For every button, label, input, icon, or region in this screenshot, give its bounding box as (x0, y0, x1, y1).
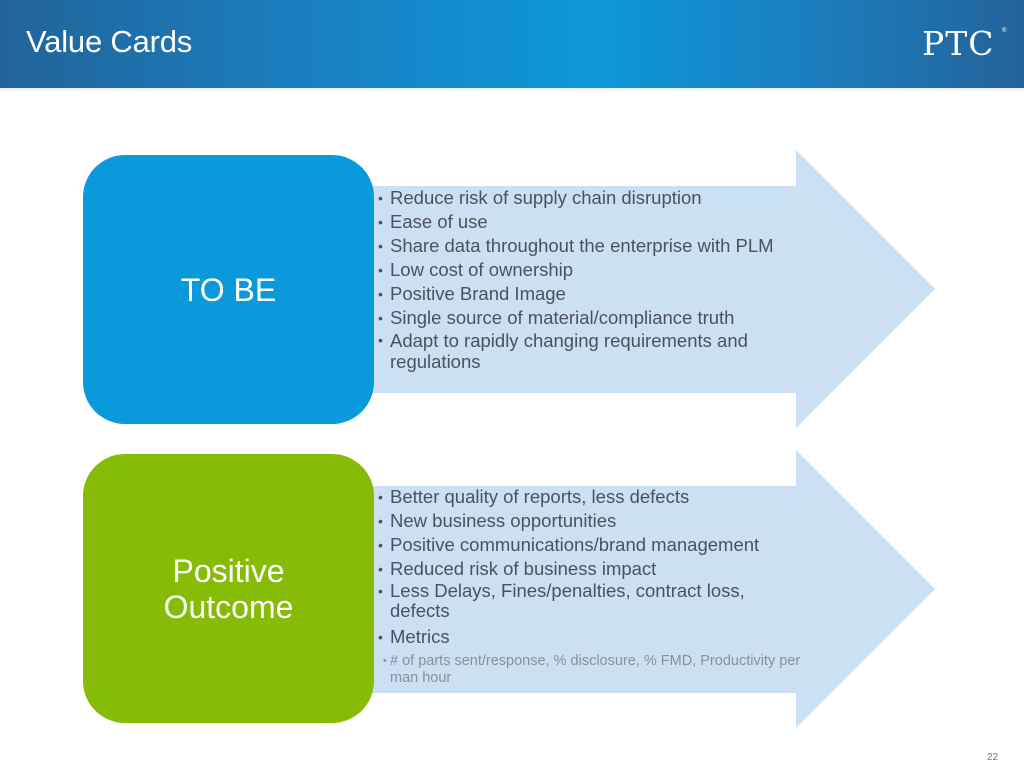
card-positive-outcome: Positive Outcome (83, 454, 374, 723)
list-item: Positive Brand Image (378, 282, 790, 306)
card-to-be: TO BE (83, 155, 374, 424)
list-item: Metrics (378, 625, 815, 649)
to-be-bullet-list: Reduce risk of supply chain disruption E… (378, 186, 790, 372)
list-item: Single source of material/compliance tru… (378, 306, 790, 330)
positive-outcome-bullet-list: Better quality of reports, less defects … (378, 485, 815, 687)
logo-text: PTC (922, 24, 995, 63)
page-number: 22 (987, 752, 999, 763)
list-item: Share data throughout the enterprise wit… (378, 234, 790, 258)
list-item: Reduced risk of business impact (378, 557, 815, 581)
list-item: Ease of use (378, 210, 790, 234)
list-item: Less Delays, Fines/penalties, contract l… (378, 581, 790, 621)
list-item: New business opportunities (378, 509, 815, 533)
slide-title: Value Cards (26, 24, 193, 59)
slide-header (0, 0, 1024, 88)
list-item: Adapt to rapidly changing requirements a… (378, 330, 790, 372)
list-item: Better quality of reports, less defects (378, 485, 815, 509)
card-positive-outcome-label-line1: Positive (172, 552, 285, 589)
registered-mark-icon: ® (1002, 28, 1008, 34)
card-to-be-label: TO BE (180, 271, 277, 308)
header-divider (0, 88, 1024, 92)
list-item: Reduce risk of supply chain disruption (378, 186, 790, 210)
ptc-logo: PTC ® (922, 24, 1006, 63)
sub-list-item: # of parts sent/response, % disclosure, … (378, 653, 815, 687)
list-item: Positive communications/brand management (378, 533, 815, 557)
card-positive-outcome-label-line2: Outcome (163, 588, 294, 625)
list-item: Low cost of ownership (378, 258, 790, 282)
